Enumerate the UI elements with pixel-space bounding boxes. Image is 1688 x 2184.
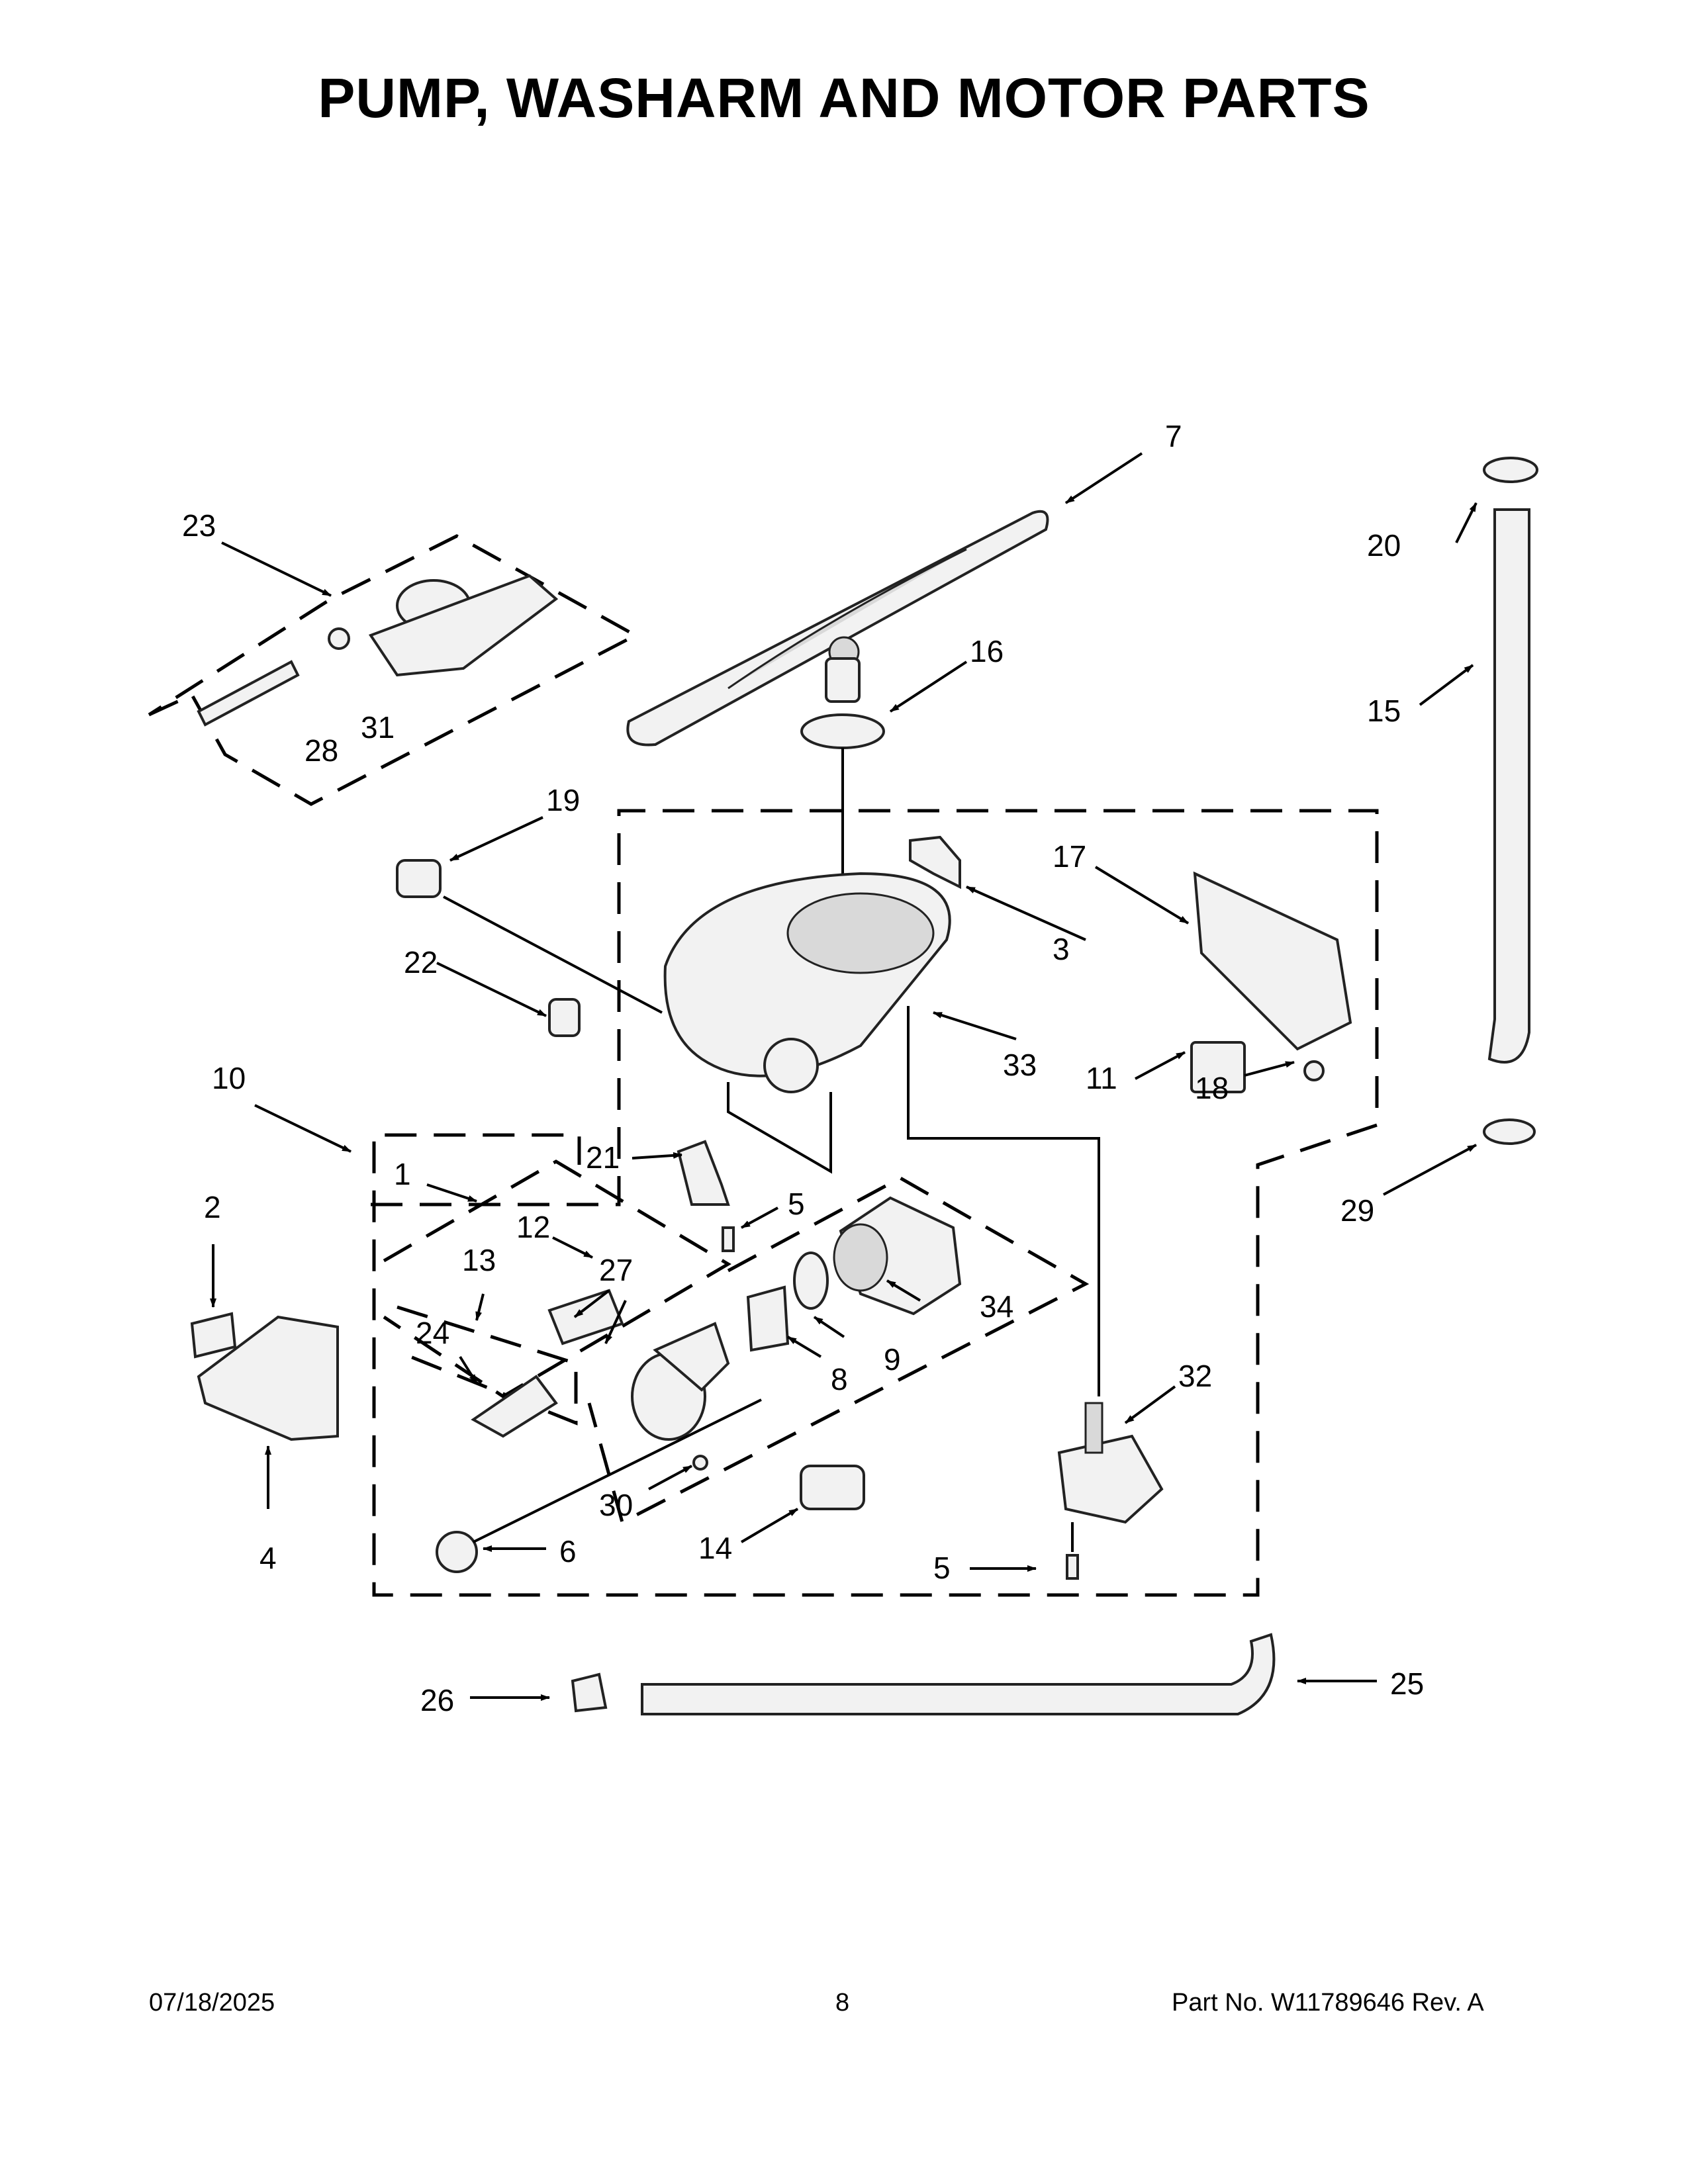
page-title: PUMP, WASHARM AND MOTOR PARTS: [318, 67, 1370, 129]
sensor-shield[interactable]: [1193, 871, 1352, 1051]
callout-labels: 7 16 23 20 15 19 3 17 22 33 11 18 10 29 …: [182, 419, 1424, 1717]
label-5b: 5: [933, 1551, 951, 1585]
pump-group-outline: [587, 1176, 1090, 1525]
group-1-outline: [383, 1160, 731, 1398]
screw-5b[interactable]: [1066, 1554, 1079, 1580]
label-18: 18: [1195, 1071, 1229, 1105]
diverter-motor-32[interactable]: [1057, 1402, 1164, 1524]
label-33: 33: [1003, 1048, 1037, 1082]
label-32: 32: [1178, 1359, 1212, 1393]
label-8: 8: [831, 1362, 848, 1396]
label-17: 17: [1053, 839, 1086, 874]
impeller-8[interactable]: [746, 1285, 790, 1352]
clamp-31[interactable]: [328, 627, 350, 650]
seal-11[interactable]: [1190, 1041, 1246, 1093]
footer-date: 07/18/2025: [149, 1989, 275, 2017]
assembly-line-6: [473, 1398, 762, 1543]
label-21: 21: [586, 1140, 620, 1175]
pump-housing[interactable]: [631, 1322, 730, 1441]
label-3: 3: [1053, 932, 1070, 966]
screw-5a[interactable]: [722, 1226, 735, 1252]
label-30: 30: [599, 1488, 633, 1522]
label-27: 27: [599, 1253, 633, 1287]
callout-arrows: [210, 452, 1477, 1701]
footer-page-number: 8: [835, 1989, 850, 2017]
label-23: 23: [182, 508, 216, 543]
assembly-line-19: [443, 895, 663, 1014]
label-19: 19: [546, 783, 580, 817]
clamp-29[interactable]: [1483, 1118, 1536, 1145]
clamp-20[interactable]: [1483, 457, 1538, 483]
label-2: 2: [204, 1190, 221, 1224]
label-9: 9: [884, 1342, 901, 1377]
group-23-outline: [148, 534, 639, 806]
label-22: 22: [404, 945, 438, 979]
label-34: 34: [980, 1289, 1013, 1324]
dashed-group-outlines: [148, 534, 1379, 1597]
bracket-2[interactable]: [190, 1312, 237, 1359]
washarm[interactable]: [626, 510, 1049, 747]
label-14: 14: [698, 1531, 732, 1565]
label-5a: 5: [788, 1187, 805, 1221]
bracket-21[interactable]: [677, 1140, 730, 1206]
inlet-valve[interactable]: [368, 574, 559, 677]
clip-26[interactable]: [571, 1672, 608, 1713]
drain-hose-25[interactable]: [641, 1633, 1276, 1715]
drain-hose-15[interactable]: [1487, 508, 1530, 1064]
label-1: 1: [394, 1157, 411, 1191]
part-30[interactable]: [692, 1455, 708, 1471]
label-26: 26: [420, 1683, 454, 1717]
group-13-outline: [397, 1305, 578, 1426]
label-28: 28: [305, 733, 338, 768]
label-11: 11: [1086, 1061, 1117, 1095]
assembly-line-5: [727, 1082, 832, 1174]
sump-housing[interactable]: [663, 872, 951, 1093]
label-7: 7: [1165, 419, 1182, 453]
label-16: 16: [970, 634, 1004, 668]
screw-18[interactable]: [1303, 1060, 1325, 1081]
label-4: 4: [259, 1541, 277, 1575]
hose-12[interactable]: [547, 1289, 624, 1345]
motor-34[interactable]: [833, 1196, 962, 1316]
grommet-22[interactable]: [548, 998, 581, 1037]
label-20: 20: [1367, 528, 1401, 563]
sensor-19[interactable]: [396, 859, 442, 898]
clip-3[interactable]: [909, 835, 961, 889]
footer-part-number: Part No. W11789646 Rev. A: [1172, 1989, 1484, 2017]
washarm-mount[interactable]: [800, 657, 885, 749]
label-12: 12: [516, 1210, 550, 1244]
diverter-14[interactable]: [800, 1465, 865, 1510]
label-13: 13: [462, 1243, 496, 1277]
label-25: 25: [1390, 1666, 1424, 1701]
ring-9[interactable]: [793, 1251, 829, 1310]
label-15: 15: [1367, 694, 1401, 728]
label-6: 6: [559, 1534, 577, 1569]
group-10-outline: [371, 809, 1379, 1597]
label-24: 24: [416, 1316, 449, 1350]
label-31: 31: [361, 710, 395, 745]
check-valve-6[interactable]: [436, 1531, 478, 1573]
hose-24[interactable]: [471, 1375, 558, 1438]
bracket-4[interactable]: [197, 1315, 339, 1441]
label-10: 10: [212, 1061, 246, 1095]
label-29: 29: [1340, 1193, 1374, 1228]
fill-hose-28[interactable]: [197, 660, 300, 727]
assembly-line-32: [907, 1006, 1100, 1396]
